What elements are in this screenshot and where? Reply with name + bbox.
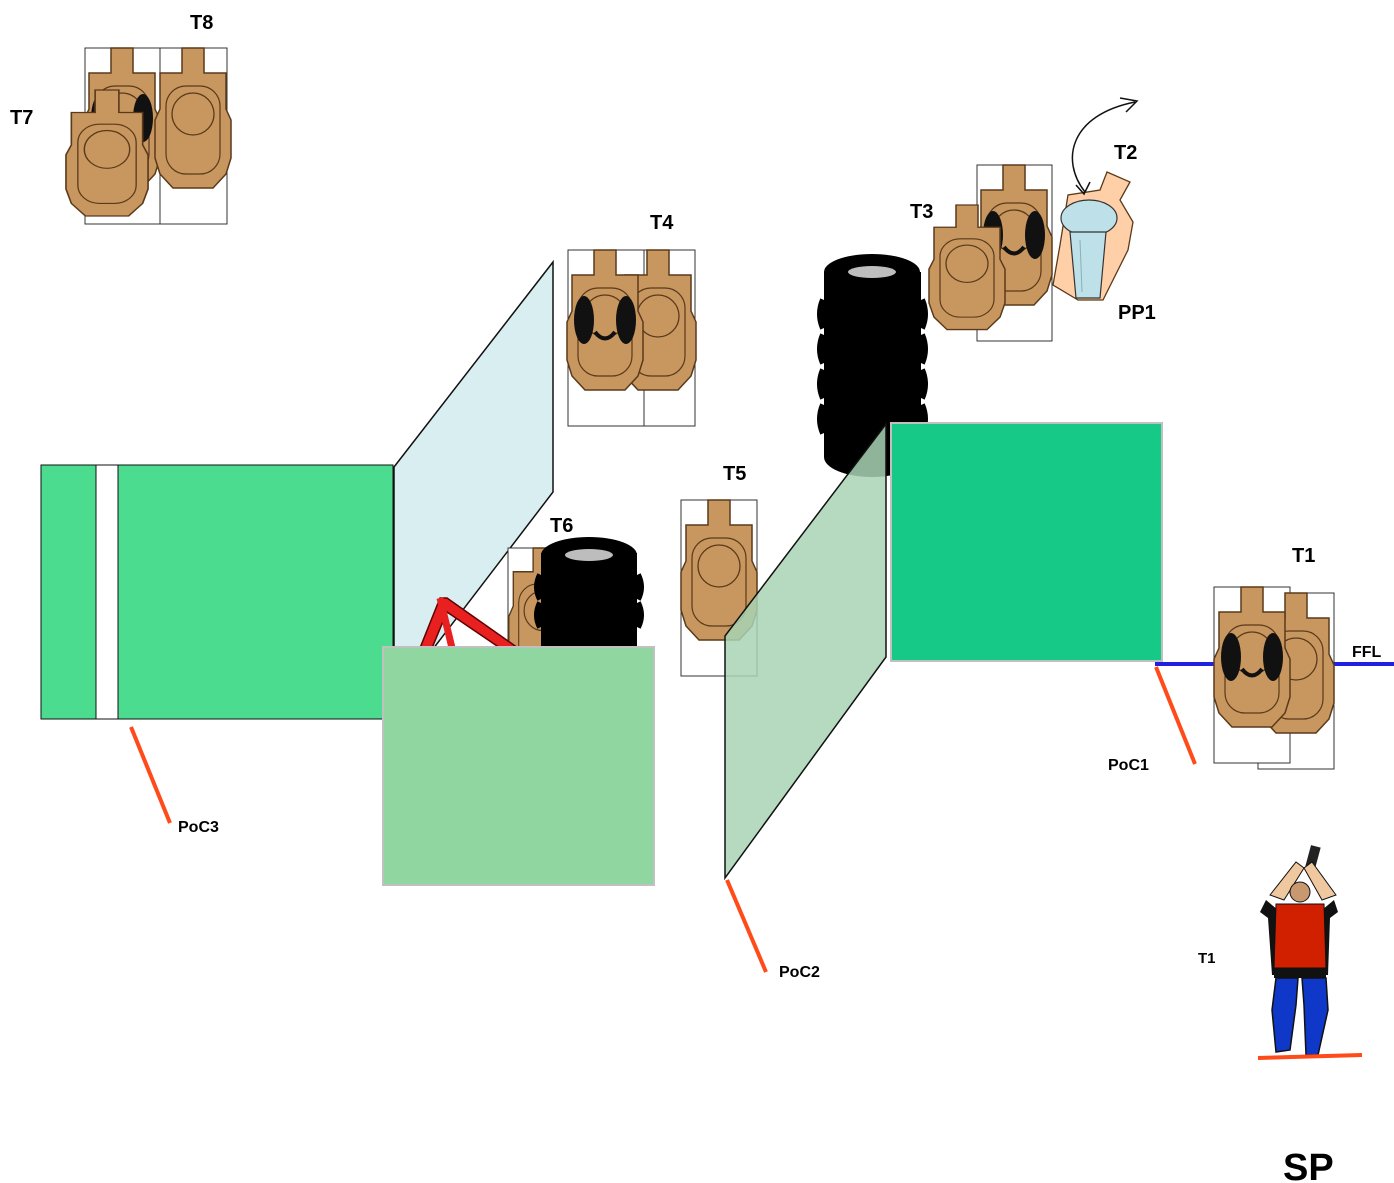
label-t5: T5 (723, 463, 746, 485)
label-poc3: PoC3 (178, 819, 219, 836)
start-position-line (1257, 1053, 1363, 1060)
label-ffl: FFL (1352, 644, 1382, 661)
panel-wall-green (724, 421, 887, 881)
tire-stack-t6 (534, 537, 644, 653)
label-shooter: T1 (1198, 950, 1216, 967)
target-group-t1 (1214, 587, 1335, 770)
label-t6: T6 (550, 515, 573, 537)
panel-wall-blue (393, 259, 554, 703)
swing-arrow-head (1075, 97, 1139, 196)
label-pp1: PP1 (1118, 302, 1156, 324)
label-t1: T1 (1292, 545, 1315, 567)
wall-left-port (95, 464, 119, 720)
label-t7: T7 (10, 107, 33, 129)
wall-left (40, 464, 394, 720)
wall-right (890, 422, 1163, 662)
label-t8: T8 (190, 12, 213, 34)
label-sp: SP (1283, 1147, 1334, 1183)
swing-arrow-icon (1071, 101, 1136, 193)
poc1-line (1154, 666, 1197, 765)
label-t4: T4 (650, 212, 674, 234)
target-group-t3 (928, 165, 1052, 342)
target-group-t4 (567, 250, 697, 427)
label-t3: T3 (910, 201, 933, 223)
poc2-line (725, 879, 768, 973)
target-group-t8-t7 (65, 48, 232, 225)
wall-light-green (382, 646, 655, 886)
poc3-line (129, 726, 172, 824)
label-poc2: PoC2 (779, 964, 820, 981)
label-t2: T2 (1114, 142, 1137, 164)
shooter-figure-icon (1260, 845, 1338, 1056)
label-poc1: PoC1 (1108, 757, 1149, 774)
popper-pp1 (1060, 199, 1118, 299)
